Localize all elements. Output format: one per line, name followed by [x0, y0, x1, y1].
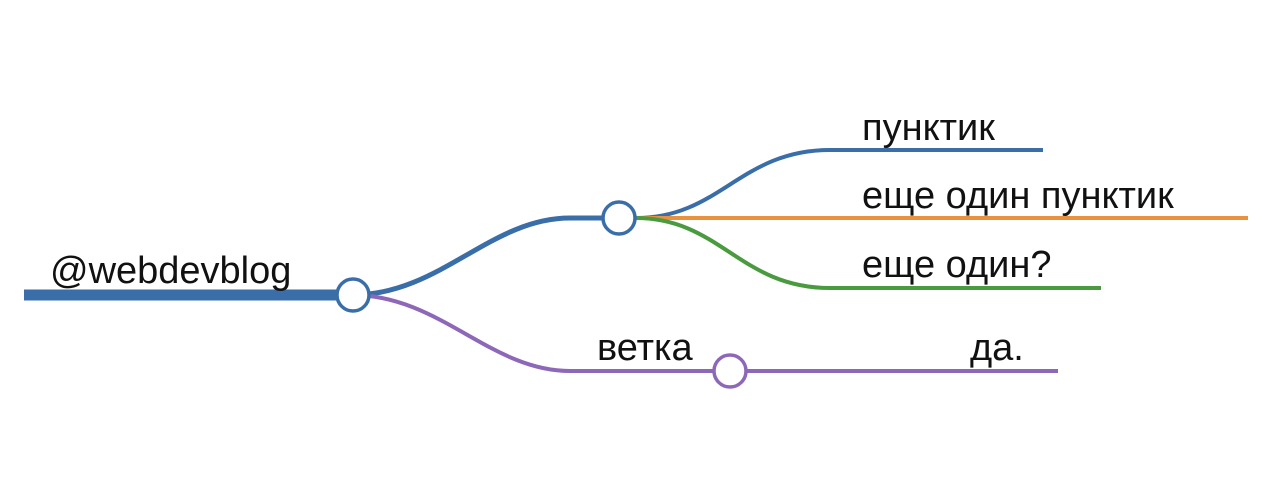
branch-node-circle-2[interactable] [712, 353, 748, 389]
child-label-1-1: пунктик [862, 107, 995, 149]
branch-connector-1 [351, 215, 604, 298]
root-node-circle[interactable] [335, 277, 371, 313]
branch-label-2: ветка [597, 327, 693, 369]
child-connector-1-1 [635, 148, 1043, 220]
branch-connector-2 [351, 293, 714, 373]
root-label: @webdevblog [50, 250, 291, 292]
child-label-1-3: еще один? [862, 244, 1051, 286]
child-label-2-1: да. [970, 327, 1024, 369]
child-label-1-2: еще один пунктик [862, 175, 1174, 217]
child-connector-1-3 [635, 216, 1101, 290]
branch-node-circle-1[interactable] [601, 200, 637, 236]
